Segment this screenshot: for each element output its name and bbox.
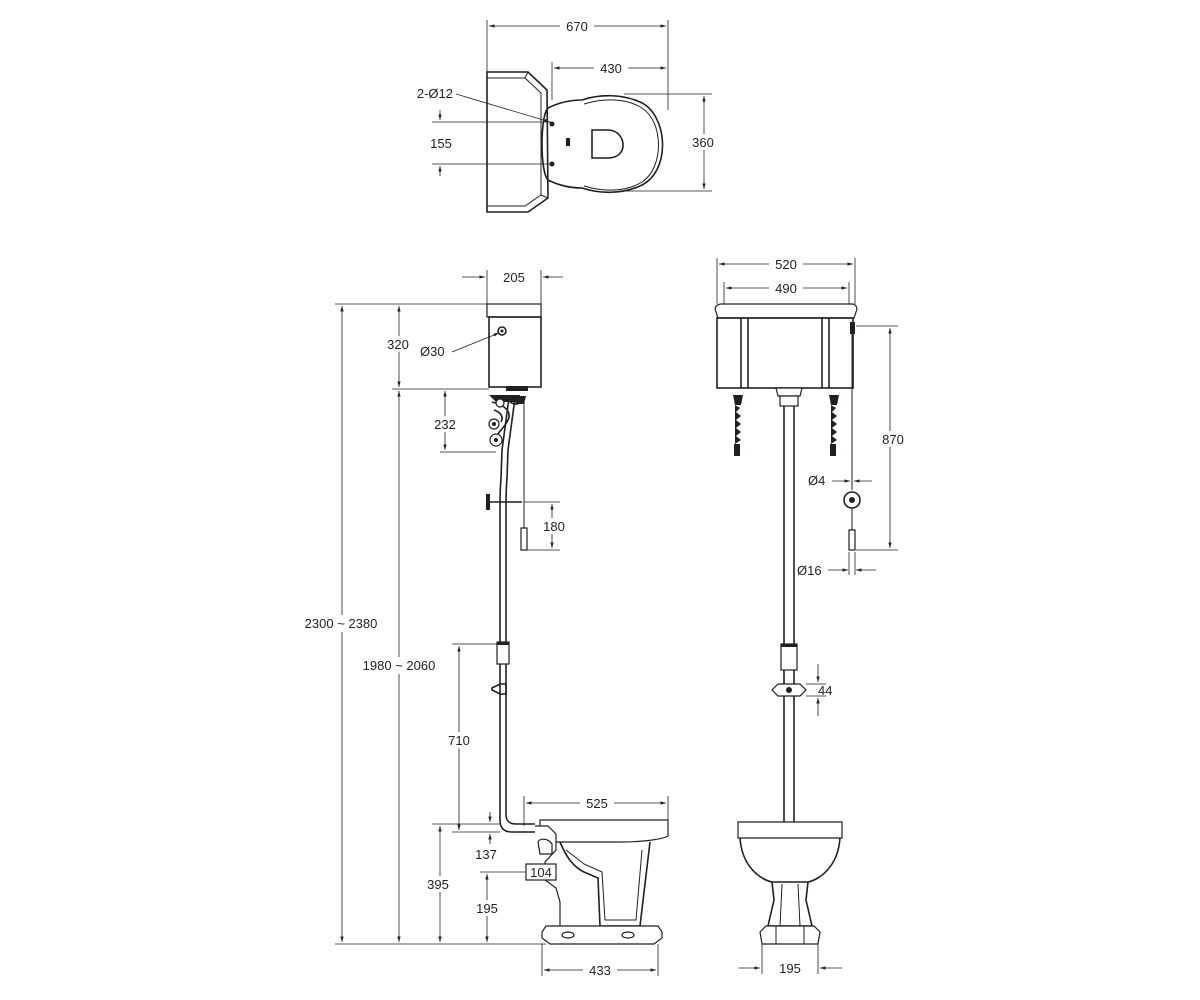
dim-top-bowl-length: 430 (600, 61, 622, 76)
dim-front-clip: 44 (818, 683, 832, 698)
side-bracket (488, 395, 526, 447)
dim-front-lid-width: 490 (775, 281, 797, 296)
side-pan-rim (539, 819, 669, 843)
dim-side-pull-offset: 180 (543, 519, 565, 534)
dim-front-base-width: 195 (779, 961, 801, 976)
dim-top-bowl-width: 360 (692, 135, 714, 150)
front-view: 520 490 870 Ø4 Ø16 44 195 (714, 256, 910, 976)
side-view: 205 2300 ~ 2380 320 Ø30 1980 ~ 2060 232 … (296, 270, 669, 978)
dim-side-base-length: 433 (589, 963, 611, 978)
side-pan-base (541, 925, 663, 945)
dim-side-outlet-height: 195 (476, 901, 498, 916)
dim-side-cistern-height: 320 (387, 337, 409, 352)
dim-side-pipe-height: 710 (448, 733, 470, 748)
dim-side-flush-inlet-height: 137 (475, 847, 497, 862)
dim-side-cistern-base-height: 1980 ~ 2060 (363, 658, 436, 673)
front-bowl-body (739, 837, 841, 883)
front-pull-handle (848, 529, 856, 551)
dim-top-bolt-holes: 2-Ø12 (417, 86, 453, 101)
dim-side-cistern-depth: 205 (503, 270, 525, 285)
dim-front-chain-dia: Ø4 (808, 473, 825, 488)
front-cistern-body (716, 317, 854, 389)
dim-top-hole-spacing: 155 (430, 136, 452, 151)
top-bowl-outline (541, 94, 664, 194)
side-cistern-body (488, 316, 542, 388)
dim-front-cistern-width: 520 (775, 257, 797, 272)
side-pull-handle (520, 527, 528, 551)
front-cistern-lid (714, 303, 858, 319)
front-base (759, 925, 821, 945)
top-view: 670 430 2-Ø12 155 360 (417, 18, 720, 213)
side-cistern-lid (486, 303, 542, 318)
side-inlet-circle (497, 326, 507, 336)
dim-side-pan-height: 395 (427, 877, 449, 892)
top-cistern-outline (486, 71, 549, 213)
side-flush-pipe (499, 397, 535, 833)
dim-side-outlet-dia: 104 (530, 865, 552, 880)
dim-side-inlet-dia: Ø30 (420, 344, 445, 359)
dim-front-handle-dia: Ø16 (797, 563, 822, 578)
dim-front-chain-length: 870 (882, 432, 904, 447)
dim-side-bowl-length: 525 (586, 796, 608, 811)
dim-side-total-height: 2300 ~ 2380 (305, 616, 378, 631)
dim-side-bracket-height: 232 (434, 417, 456, 432)
front-bowl-rim (737, 821, 843, 839)
side-pan-body (559, 841, 651, 927)
dim-top-overall-width: 670 (566, 19, 588, 34)
front-bracket-rods (733, 395, 839, 456)
top-seat-opening (591, 129, 624, 159)
